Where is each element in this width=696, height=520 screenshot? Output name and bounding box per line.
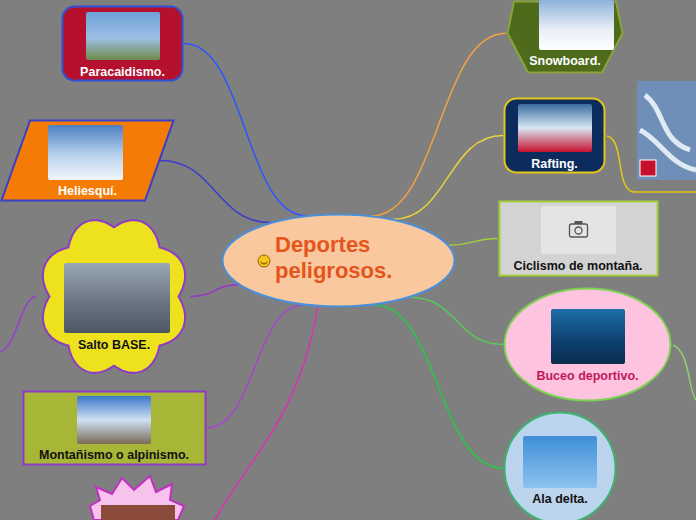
topic-label: Paracaidismo. xyxy=(80,65,165,81)
photo xyxy=(637,81,696,180)
photo xyxy=(48,125,123,180)
topic-label: Deportes peligrosos. xyxy=(275,232,420,285)
topic-label: Montañismo o alpinismo. xyxy=(39,448,189,464)
branch-connector xyxy=(207,305,304,428)
branch-connector xyxy=(160,161,271,223)
branch-connector xyxy=(449,239,498,246)
topic-box: Ciclismo de montaña. xyxy=(498,200,659,277)
shape-outline xyxy=(223,215,455,307)
photo xyxy=(101,505,175,520)
topic-label: Salto BASE. xyxy=(78,338,150,354)
topic-label: Buceo deportivo. xyxy=(536,369,638,385)
shape-outline xyxy=(2,121,174,201)
topic-label: Ciclismo de montaña. xyxy=(513,259,642,275)
leader-line xyxy=(673,345,696,400)
topic-label: Ala delta. xyxy=(532,492,588,508)
branch-connector xyxy=(190,285,239,297)
branch-connector xyxy=(393,136,503,220)
topic-label-wrap: Buceo deportivo. xyxy=(503,366,672,385)
photo-detail xyxy=(640,95,696,170)
topic-label: Rafting. xyxy=(531,157,578,173)
photo xyxy=(64,263,170,333)
topic-box: Paracaidismo. xyxy=(61,5,184,82)
topic-hexagon: Snowboard. xyxy=(506,0,624,74)
photo xyxy=(86,12,160,60)
shape-outline xyxy=(505,289,671,401)
topic-label-wrap: Salto BASE. xyxy=(36,335,192,354)
topic-ellipse: Buceo deportivo. xyxy=(503,287,672,402)
topic-label-wrap: Deportes peligrosos. xyxy=(275,232,420,285)
topic-circle: Ala delta. xyxy=(503,411,617,520)
shape-outline xyxy=(63,7,183,81)
photo xyxy=(518,104,592,152)
photo xyxy=(77,396,151,444)
branch-connector xyxy=(184,44,307,216)
topic-label: Snowboard. xyxy=(529,54,601,70)
shape-outline xyxy=(499,202,657,276)
topic-box: Rafting. xyxy=(503,97,606,174)
topic-label-wrap: Paracaidismo. xyxy=(61,62,184,81)
shape-outline xyxy=(505,99,605,173)
photo xyxy=(523,436,597,488)
topic-label-wrap: Montañismo o alpinismo. xyxy=(22,445,207,464)
shape-outline xyxy=(43,220,185,373)
leader-line xyxy=(0,296,36,352)
topic-cloud: Salto BASE. xyxy=(36,213,192,380)
photo xyxy=(551,309,625,364)
smiley-icon xyxy=(258,255,270,267)
photo xyxy=(541,206,616,254)
camera-icon xyxy=(541,206,616,254)
topic-label-wrap: Snowboard. xyxy=(506,51,624,70)
flag-icon xyxy=(640,160,656,176)
topic-label-wrap: Rafting. xyxy=(503,154,606,173)
branch-connector xyxy=(374,305,503,468)
photo xyxy=(539,0,614,50)
branch-line xyxy=(215,305,318,520)
topic-parallelogram: Heliesquí. xyxy=(0,119,175,202)
topic-label-wrap: Ciclismo de montaña. xyxy=(498,256,659,275)
topic-label-wrap: Ala delta. xyxy=(503,489,617,508)
topic-label: Heliesquí. xyxy=(58,184,117,200)
shape-outline xyxy=(505,413,616,520)
star-shape xyxy=(90,476,184,520)
topic-box: Montañismo o alpinismo. xyxy=(22,390,207,466)
central-topic: Deportes peligrosos. xyxy=(221,213,456,308)
branch-connector xyxy=(371,33,506,216)
branch-connector xyxy=(410,297,503,344)
topic-label-wrap: Heliesquí. xyxy=(0,181,175,200)
shape-outline xyxy=(23,392,205,465)
